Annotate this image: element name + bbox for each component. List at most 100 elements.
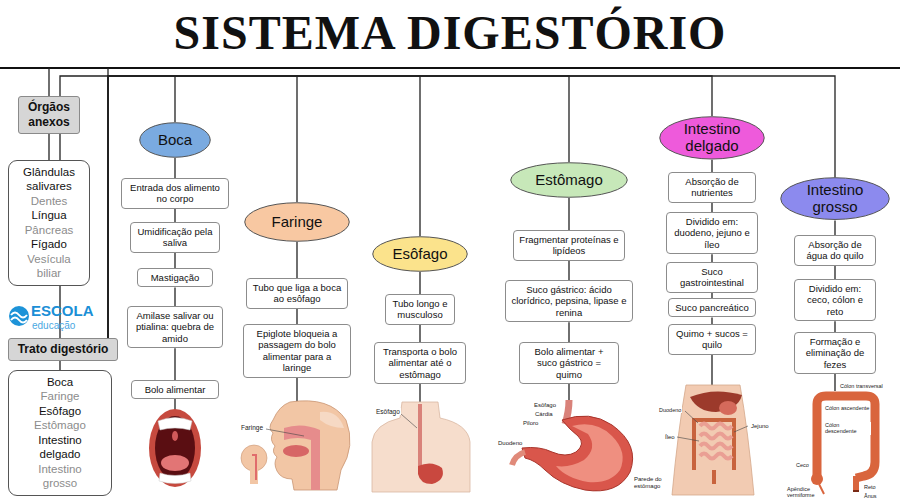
branch-line bbox=[48, 68, 49, 96]
connector-line bbox=[834, 221, 835, 235]
node-text: Bolo alimentar + suco gástrico = quimo bbox=[524, 346, 614, 380]
appendix bbox=[819, 484, 824, 494]
torso bbox=[372, 402, 470, 492]
node-text: Suco gástrico: ácido clorídrico, pepsina… bbox=[510, 284, 628, 318]
node-text: Estômago bbox=[21, 418, 99, 432]
info-box: Absorção de água do quilo bbox=[794, 235, 876, 266]
info-box: Epiglote bloqueia a passagem do bolo ali… bbox=[243, 324, 351, 378]
head-section bbox=[320, 412, 344, 428]
node-text: Órgãos anexos bbox=[23, 100, 75, 130]
connector-line bbox=[711, 317, 712, 324]
ellipse-shape bbox=[373, 237, 468, 272]
info-box: Formação e eliminação de fezes bbox=[794, 332, 876, 374]
info-box: Entrada dos alimento no corpo bbox=[121, 178, 229, 209]
ellipse-shape bbox=[781, 178, 889, 220]
connector-line bbox=[174, 348, 175, 380]
tongue bbox=[283, 445, 309, 457]
logo-icon bbox=[11, 318, 27, 323]
node-text: Umidificação pela saliva bbox=[135, 226, 215, 249]
logo-icon bbox=[9, 306, 29, 326]
node-text: Estômago bbox=[535, 172, 603, 189]
title-rule bbox=[0, 67, 900, 69]
connector-line bbox=[174, 158, 175, 178]
small-intestine-coils bbox=[700, 424, 732, 459]
duodenum-tube bbox=[512, 452, 525, 465]
logo-icon bbox=[11, 313, 27, 318]
node-text: Língua bbox=[17, 208, 81, 222]
part-label: Ceco bbox=[795, 462, 810, 468]
leader-line bbox=[401, 414, 417, 428]
teeth bbox=[159, 473, 191, 484]
organ-ellipse: Estômago bbox=[510, 162, 628, 198]
connector-line bbox=[568, 198, 569, 230]
torso bbox=[672, 385, 754, 495]
part-label: Cólon ascendente bbox=[824, 405, 870, 411]
part-label: Jejuno bbox=[750, 423, 770, 430]
node-text: Suco pancreático bbox=[673, 302, 751, 313]
info-box: Suco pancreático bbox=[668, 298, 756, 317]
info-box: Quimo + sucos = quilo bbox=[668, 324, 756, 355]
title-text: SISTEMA DIGESTÓRIO bbox=[0, 6, 900, 60]
info-box: Transporta o bolo alimentar até o estôma… bbox=[374, 342, 466, 384]
mouth-lips bbox=[149, 409, 201, 487]
node-text: Intestino delgado bbox=[21, 433, 99, 462]
leader-line bbox=[685, 411, 698, 423]
part-label: Cólon descendente bbox=[824, 422, 871, 435]
node-text: Boca bbox=[21, 375, 99, 389]
rectum-tube bbox=[853, 476, 859, 490]
part-label: Duodeno bbox=[497, 440, 523, 447]
connector-line bbox=[108, 76, 712, 338]
anus-mark bbox=[853, 490, 859, 492]
list-box: Glândulas salivaresDentesLínguaPâncreasF… bbox=[8, 160, 90, 286]
heading-box: Trato digestório bbox=[8, 338, 118, 361]
info-box: Fragmentar proteínas e lipídeos bbox=[513, 230, 625, 261]
part-label: Duodeno bbox=[658, 407, 682, 413]
node-text: Pâncreas bbox=[17, 223, 81, 237]
part-label: Parede do estômago bbox=[633, 476, 665, 490]
info-box: Tubo longo e musculoso bbox=[385, 294, 455, 325]
info-box: Bolo alimentar + suco gástrico = quimo bbox=[519, 342, 619, 384]
connector-line bbox=[108, 76, 420, 338]
info-box: Tubo que liga a boca ao esôfago bbox=[246, 278, 348, 309]
logo-text: educação bbox=[32, 320, 75, 332]
node-text: Boca bbox=[158, 132, 192, 149]
organ-ellipse: Intestino grosso bbox=[780, 177, 890, 220]
part-label: Íleo bbox=[664, 434, 676, 441]
organ-ellipse: Intestino delgado bbox=[659, 116, 765, 160]
info-box: Dividido em: duodeno, jejuno e íleo bbox=[666, 212, 758, 254]
node-text: Suco gastrointestinal bbox=[671, 266, 753, 289]
leader-line bbox=[266, 429, 304, 436]
node-text: Faringe bbox=[272, 214, 323, 231]
connector-line bbox=[419, 325, 420, 342]
info-box: Umidificação pela saliva bbox=[130, 222, 220, 253]
ellipse-shape bbox=[245, 203, 350, 242]
uvula bbox=[172, 431, 178, 441]
leader-line bbox=[734, 426, 748, 432]
node-text: Faringe bbox=[21, 389, 99, 403]
head-inset bbox=[241, 445, 267, 471]
cecum bbox=[811, 473, 823, 485]
info-box: Dividido em: ceco, cólon e reto bbox=[794, 279, 876, 321]
connector-line bbox=[296, 309, 297, 324]
colon-frame bbox=[694, 420, 734, 470]
stomach-shape bbox=[418, 463, 443, 484]
part-label: Cárdia bbox=[534, 411, 554, 418]
rectum-tube bbox=[712, 470, 716, 484]
node-text: Formação e eliminação de fezes bbox=[799, 336, 871, 370]
node-text: Tubo longo e musculoso bbox=[390, 298, 450, 321]
node-text: Dividido em: duodeno, jejuno e íleo bbox=[671, 216, 753, 250]
head-section bbox=[270, 401, 350, 490]
info-box: Mastigação bbox=[137, 268, 213, 287]
node-text: Absorção de nutrientes bbox=[673, 176, 751, 199]
node-text: Entrada dos alimento no corpo bbox=[126, 182, 224, 205]
connector-line bbox=[711, 254, 712, 262]
info-box: Bolo alimentar bbox=[131, 380, 219, 399]
node-text: Esôfago bbox=[392, 246, 447, 263]
node-text: Glândulas salivares bbox=[17, 165, 81, 194]
part-label: Apêndice vermiforme bbox=[786, 486, 816, 499]
connector-line bbox=[174, 209, 175, 222]
node-text: Transporta o bolo alimentar até o estôma… bbox=[379, 346, 461, 380]
heading-box: Órgãos anexos bbox=[18, 96, 80, 134]
node-text: Dividido em: ceco, cólon e reto bbox=[799, 283, 871, 317]
